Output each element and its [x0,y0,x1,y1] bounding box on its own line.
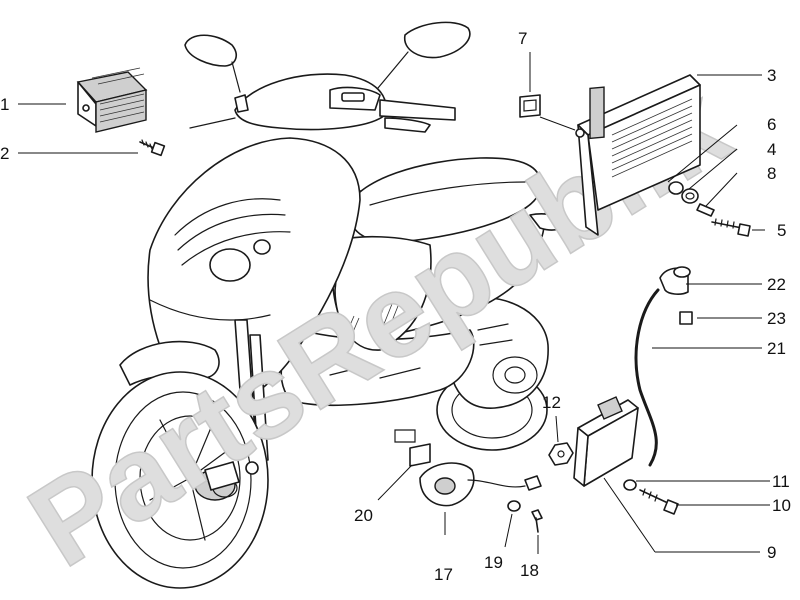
part-1-regulator [76,67,148,133]
part-12-nut [548,442,574,466]
leader-lines [18,52,770,554]
front-brake-caliper [204,461,259,491]
part-10-bolt [639,488,679,515]
part-23-cap [679,311,693,325]
center-cover [334,235,432,351]
part-7-clip [519,94,541,118]
part-8-spacer [696,203,715,217]
callout-10: 10 [772,496,791,515]
callout-5: 5 [777,221,786,240]
part-3-control-unit [575,74,701,236]
part-2-screw [139,139,166,157]
callout-23: 23 [767,309,786,328]
floorboard [280,329,475,443]
engine-block [449,296,549,409]
part-4-grommet [681,188,699,204]
part-21-ht-lead [634,288,660,467]
part-9-cdi-unit [573,396,639,487]
callout-labels: 1 2 3 4 5 6 7 8 9 10 11 12 17 18 19 20 2… [0,29,791,584]
callout-18: 18 [520,561,539,580]
callout-20: 20 [354,506,373,525]
callout-8: 8 [767,164,776,183]
callout-7: 7 [518,29,527,48]
part-17-pickup [419,462,542,507]
callout-17: 17 [434,565,453,584]
callout-12: 12 [542,393,561,412]
callout-11: 11 [772,472,790,491]
part-18-screw [531,509,543,533]
callout-1: 1 [0,95,9,114]
handlebar [189,73,456,133]
callout-21: 21 [767,339,786,358]
front-wheel [91,371,269,589]
callout-6: 6 [767,115,776,134]
part-20-clip [409,443,431,467]
callout-9: 9 [767,543,776,562]
callout-3: 3 [767,66,776,85]
part-11-washer [623,479,637,491]
scooter-illustration [91,21,566,589]
part-22-plug-cap [659,266,691,295]
callout-19: 19 [484,553,503,572]
part-5-bolt [711,218,751,237]
part-6-washer [668,181,684,195]
callout-4: 4 [767,140,776,159]
callout-22: 22 [767,275,786,294]
callout-2: 2 [0,144,9,163]
mirrors [184,21,471,93]
part-19-washer [507,500,521,512]
rear-handle [529,213,566,231]
